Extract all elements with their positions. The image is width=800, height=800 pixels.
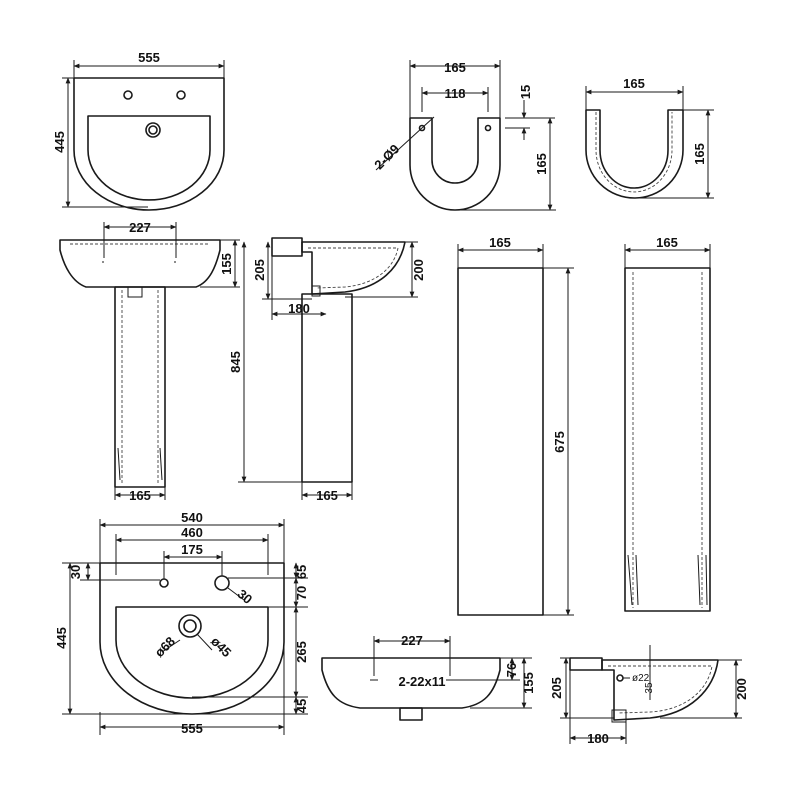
bracket-outline (409, 117, 501, 211)
pedestal-side-width-label: 165 (656, 235, 678, 250)
pedestal-top-height-label: 165 (692, 143, 707, 165)
pedestal-top-outline (585, 109, 684, 199)
section-basin-outline (601, 659, 719, 721)
plan-right-offset-label: 65 (294, 565, 309, 579)
plan-bottom-offset-label: 45 (294, 699, 309, 713)
plan-tap-hole-right (214, 575, 230, 591)
waste-inner (148, 125, 158, 135)
front-pedestal (114, 286, 166, 488)
plan-overall-width-label: 540 (181, 510, 203, 525)
fixing-spacing-label: 227 (401, 633, 423, 648)
section-rim-height-label: 205 (549, 677, 564, 699)
side-pedestal (301, 293, 353, 483)
section-projection-label: 180 (587, 731, 609, 746)
fixing-basin-outline (321, 657, 501, 709)
fixing-height-a-label: 76 (504, 663, 519, 677)
top-height-label: 445 (52, 131, 67, 153)
pedestal-front-view: 165 675 (457, 235, 574, 616)
fixing-elevation: 227 2-22x11 76 155 (321, 633, 536, 721)
pedestal-front-rect (457, 267, 544, 616)
tap-hole-left (123, 90, 133, 100)
basin-top-bowl (87, 115, 211, 201)
bracket-hole-right (484, 124, 492, 132)
plan-bowl-length-label: 265 (294, 641, 309, 663)
front-base-width-label: 165 (129, 488, 151, 503)
side-bowl-depth-label: 200 (411, 259, 426, 281)
pedestal-front-width-label: 165 (489, 235, 511, 250)
plan-bowl (115, 606, 269, 699)
front-elevation: 227 155 165 (59, 220, 240, 503)
bracket-height-label: 165 (534, 153, 549, 175)
front-basin-height-label: 155 (219, 253, 234, 275)
bracket-holes-label: 2-Ø9 (371, 141, 402, 172)
pedestal-top-width-label: 165 (623, 76, 645, 91)
front-tap-spacing-label: 227 (129, 220, 151, 235)
basin-top-outline (73, 77, 225, 211)
plan-outer-height-label: 445 (54, 627, 69, 649)
bracket-offset-label: 15 (518, 85, 533, 99)
plan-bowl-offset-label: 70 (294, 586, 309, 600)
plan-tap-holes-label: 175 (181, 542, 203, 557)
section-overflow-height-label: 35 (644, 682, 655, 694)
bracket-view: 165 118 15 165 2-Ø9 (371, 60, 556, 211)
plan-waste-inner-label: ø45 (208, 634, 234, 660)
pedestal-top-view: 165 165 (585, 76, 714, 199)
section-bowl-depth-label: 200 (734, 678, 749, 700)
section-wall-bracket (569, 657, 603, 671)
plan-tap-hole-dia-label: 30 (235, 586, 256, 607)
section-overflow-hole (616, 674, 624, 682)
section-overflow-label: ø22 (632, 673, 650, 684)
plan-waste-outer-label: ø68 (152, 634, 178, 660)
bracket-hole-left (418, 124, 426, 132)
side-rim-height-label: 205 (252, 259, 267, 281)
bracket-width-label: 165 (444, 60, 466, 75)
pedestal-side-view: 165 (624, 235, 711, 612)
plan-tap-hole-left (159, 578, 169, 588)
side-projection-label: 180 (288, 301, 310, 316)
plan-inner-width-label: 460 (181, 525, 203, 540)
basin-top-view: 555 445 (52, 50, 225, 211)
bracket-hole-spacing-label: 118 (445, 86, 466, 101)
fixing-waste (399, 707, 423, 721)
basin-plan-view: 540 460 175 30 30 65 70 265 45 445 ø68 ø… (54, 510, 309, 736)
section-view: ø22 35 205 200 180 (549, 645, 749, 746)
plan-outline (99, 562, 285, 715)
fixing-height-b-label: 155 (521, 672, 536, 694)
side-base-width-label: 165 (316, 488, 338, 503)
top-width-label: 555 (138, 50, 160, 65)
plan-waste-outer (178, 614, 202, 638)
front-basin-outline (59, 239, 221, 288)
plan-bottom-width-label: 555 (181, 721, 203, 736)
side-wall-bracket (271, 237, 303, 257)
tap-hole-right (176, 90, 186, 100)
side-elevation: 205 200 180 845 165 (228, 237, 426, 503)
plan-waste-inner (183, 619, 197, 633)
pedestal-front-height-label: 675 (552, 431, 567, 453)
pedestal-side-rect (624, 267, 711, 612)
waste-outer (145, 122, 161, 138)
side-overall-height-label: 845 (228, 351, 243, 373)
fixing-holes-label: 2-22x11 (399, 674, 446, 689)
